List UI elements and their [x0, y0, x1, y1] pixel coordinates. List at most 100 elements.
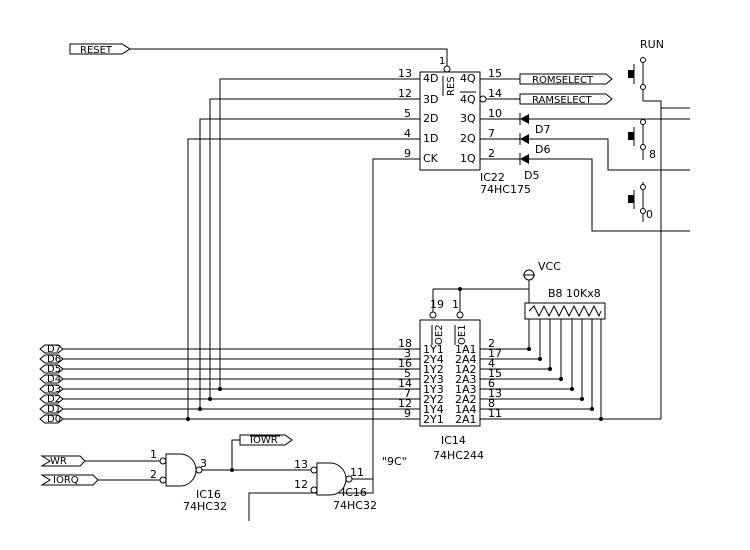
ic14-pin-num-11: 11: [488, 407, 502, 420]
ic14-pin-num-1: 1: [452, 298, 459, 311]
ic14-pin-num-19: 19: [430, 298, 444, 311]
switch-0-contact-top: [640, 184, 646, 190]
ic14-input-wires: [480, 319, 661, 421]
bus-port-d6: [39, 354, 64, 364]
ic14-pin-num-6: 6: [488, 377, 495, 390]
ic22-pin-num-7: 7: [488, 127, 495, 140]
bus-label-d3: D3: [47, 384, 61, 395]
ic22-pin-label-3d: 3D: [423, 93, 438, 106]
ic14-pin-label-1y1: 1Y1: [423, 343, 444, 356]
switch-8-label: 8: [649, 148, 656, 161]
diode-d7-symbol: [520, 114, 529, 124]
ic22-4q-inversion-bubble: [479, 95, 487, 103]
junction-1a3: [570, 387, 574, 391]
ic22-pin-label-1d: 1D: [423, 132, 438, 145]
ic22-pin-num-14: 14: [488, 87, 502, 100]
gate-b-pin-in1: 13: [294, 458, 308, 471]
ic14-pin-num-13: 13: [488, 387, 502, 400]
junction-d2: [208, 397, 212, 401]
bus-label-d2: D2: [47, 394, 61, 405]
ic14-pin-label-2y2: 2Y2: [423, 393, 444, 406]
gate-a-in2-bubble: [159, 476, 167, 484]
annotation-9c: "9C": [382, 455, 407, 468]
romselect-port: [519, 73, 613, 85]
reset-net: RESET 1: [69, 43, 451, 73]
resistor-array-ref: B8: [548, 287, 563, 300]
junction-1a2: [548, 367, 552, 371]
gate-a-pin-out: 3: [200, 457, 207, 470]
ic22-pin-label-2d: 2D: [423, 112, 438, 125]
iorq-port: [40, 474, 99, 486]
switch-8-contact-bottom: [640, 144, 646, 150]
ic14-pin-label-1y3: 1Y3: [423, 383, 444, 396]
switch-run-common: [643, 100, 662, 419]
ic22: RES 4D 3D 2D 1D CK 13 12 5 4 9 4Q 4Q 3Q …: [398, 67, 531, 196]
bus-port-d5: [39, 364, 64, 374]
diode-d6-symbol: [520, 134, 529, 144]
switch-8-contact-top: [640, 119, 646, 125]
switch-8-button: [628, 132, 634, 140]
ic14-oe2-label: OE2: [434, 324, 445, 345]
ic22-pin-label-ck: CK: [423, 152, 439, 165]
reset-port: [69, 43, 131, 55]
gate-a-name: IC16: [196, 488, 221, 501]
bus-port-d1: [39, 404, 64, 414]
junction-d3: [218, 387, 222, 391]
bus-label-d4: D4: [47, 374, 61, 385]
reset-wire: [130, 48, 448, 66]
gate-b-pin-in2: 12: [294, 478, 308, 491]
junction-2a1: [599, 417, 603, 421]
ic14-part: 74HC244: [433, 449, 484, 462]
bus-port-d7: [39, 344, 64, 354]
gate-a-part: 74HC32: [183, 500, 227, 513]
ic14-oe1-bubble: [456, 311, 464, 319]
gate-b-part: 74HC32: [333, 499, 377, 512]
ramselect-port: [519, 93, 613, 105]
ic14-pin-num-15: 15: [488, 367, 502, 380]
bus-label-d5: D5: [47, 364, 61, 375]
wr-port: [40, 455, 86, 467]
ic14-oe2-bubble: [429, 311, 437, 319]
iowr-label: IOWR: [250, 435, 278, 446]
ic22-outputs: ROMSELECT RAMSELECT D7 D6 D5: [479, 73, 690, 232]
ic14-pin-label-2a3: 2A3: [455, 373, 477, 386]
ic14-pin-num-5: 5: [404, 367, 411, 380]
gate-b-name: IC16: [342, 486, 367, 499]
ic14-pin-num-2: 2: [488, 337, 495, 350]
ic14-pin-label-2y3: 2Y3: [423, 373, 444, 386]
ic22-part: 74HC175: [480, 183, 531, 196]
ic14-pin-num-16: 16: [398, 357, 412, 370]
gate-b-in2-bubble: [310, 486, 318, 494]
ic14-pin-label-1a4: 1A4: [455, 403, 477, 416]
gate-b-in1-bubble: [310, 466, 318, 474]
resistor-array-value: 10Kx8: [566, 287, 601, 300]
ic14-pin-num-8: 8: [488, 397, 495, 410]
switch-run-label: RUN: [640, 38, 664, 51]
ic22-pin-num-9: 9: [404, 147, 411, 160]
ic14-pin-label-2y1: 2Y1: [423, 413, 444, 426]
iorq-label: IORQ: [53, 475, 79, 486]
ic22-pin-num-2: 2: [488, 147, 495, 160]
junction-2a4: [538, 357, 542, 361]
gate-b-pin-out: 11: [350, 466, 364, 479]
ic14-pin-num-4: 4: [488, 357, 495, 370]
ic14-pin-num-9: 9: [404, 407, 411, 420]
ic14-pin-num-17: 17: [488, 347, 502, 360]
ic14-name: IC14: [441, 434, 466, 447]
junction-d0: [186, 417, 190, 421]
junction-2a3: [559, 377, 563, 381]
wire-d5-out: [529, 158, 690, 232]
ic14-pin-label-1a1: 1A1: [455, 343, 477, 356]
ic22-pin-num-10: 10: [488, 107, 502, 120]
switch-0-button: [628, 195, 634, 203]
diode-d5-label: D5: [524, 169, 539, 182]
ic22-pin-label-4q-inverted: 4Q: [460, 93, 476, 106]
ic14-pin-num-7: 7: [404, 387, 411, 400]
ic14: 19 1 OE2 OE1 1Y1 2Y4 1Y2 2Y3 1Y3 2Y2 1Y4…: [398, 289, 502, 462]
switch-run-button: [628, 70, 634, 78]
ic14-oe1-label: OE1: [457, 324, 468, 345]
ic14-pin-label-2y4: 2Y4: [423, 353, 444, 366]
bus-label-d6: D6: [47, 354, 61, 365]
bus-port-d3: [39, 384, 64, 394]
